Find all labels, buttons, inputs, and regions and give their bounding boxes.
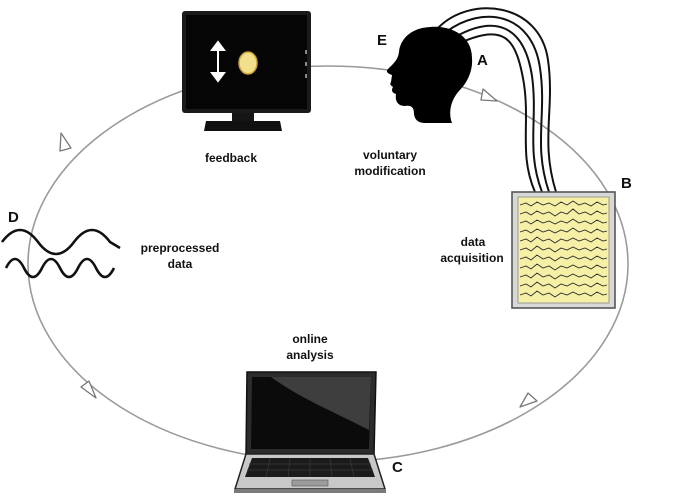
voluntary-modification-label-line2: modification — [354, 164, 425, 178]
online-analysis-label-line2: analysis — [286, 348, 334, 362]
arrowhead-to-feedback — [59, 132, 72, 152]
stage-letter-c: C — [392, 459, 403, 476]
stage-letter-a: A — [477, 52, 488, 69]
waveform-icon — [0, 228, 121, 279]
feedback-monitor-icon — [182, 11, 311, 131]
head-silhouette-icon — [386, 7, 557, 193]
arrowhead-to-laptop — [519, 392, 538, 408]
data-acquisition-label-line1: data — [461, 235, 486, 249]
data-acquisition-label-line2: acquisition — [440, 251, 503, 265]
feedback-label: feedback — [205, 151, 257, 165]
voluntary-modification-label-line1: voluntary — [363, 148, 417, 162]
stage-letter-e: E — [377, 32, 387, 49]
preprocessed-data-label-line1: preprocessed — [141, 241, 220, 255]
eeg-display-icon — [511, 191, 616, 309]
laptop-icon — [233, 371, 387, 493]
stage-letter-d: D — [8, 209, 19, 226]
stage-letter-b: B — [621, 175, 632, 192]
feedback-target-icon — [238, 51, 258, 75]
online-analysis-label-line1: online — [292, 332, 328, 346]
arrowhead-to-preprocessed — [80, 380, 97, 399]
vertical-double-arrow-icon — [210, 40, 226, 83]
preprocessed-data-label-line2: data — [168, 257, 193, 271]
cycle-arrowheads — [59, 88, 538, 408]
arrowhead-to-electrodes — [480, 88, 498, 102]
